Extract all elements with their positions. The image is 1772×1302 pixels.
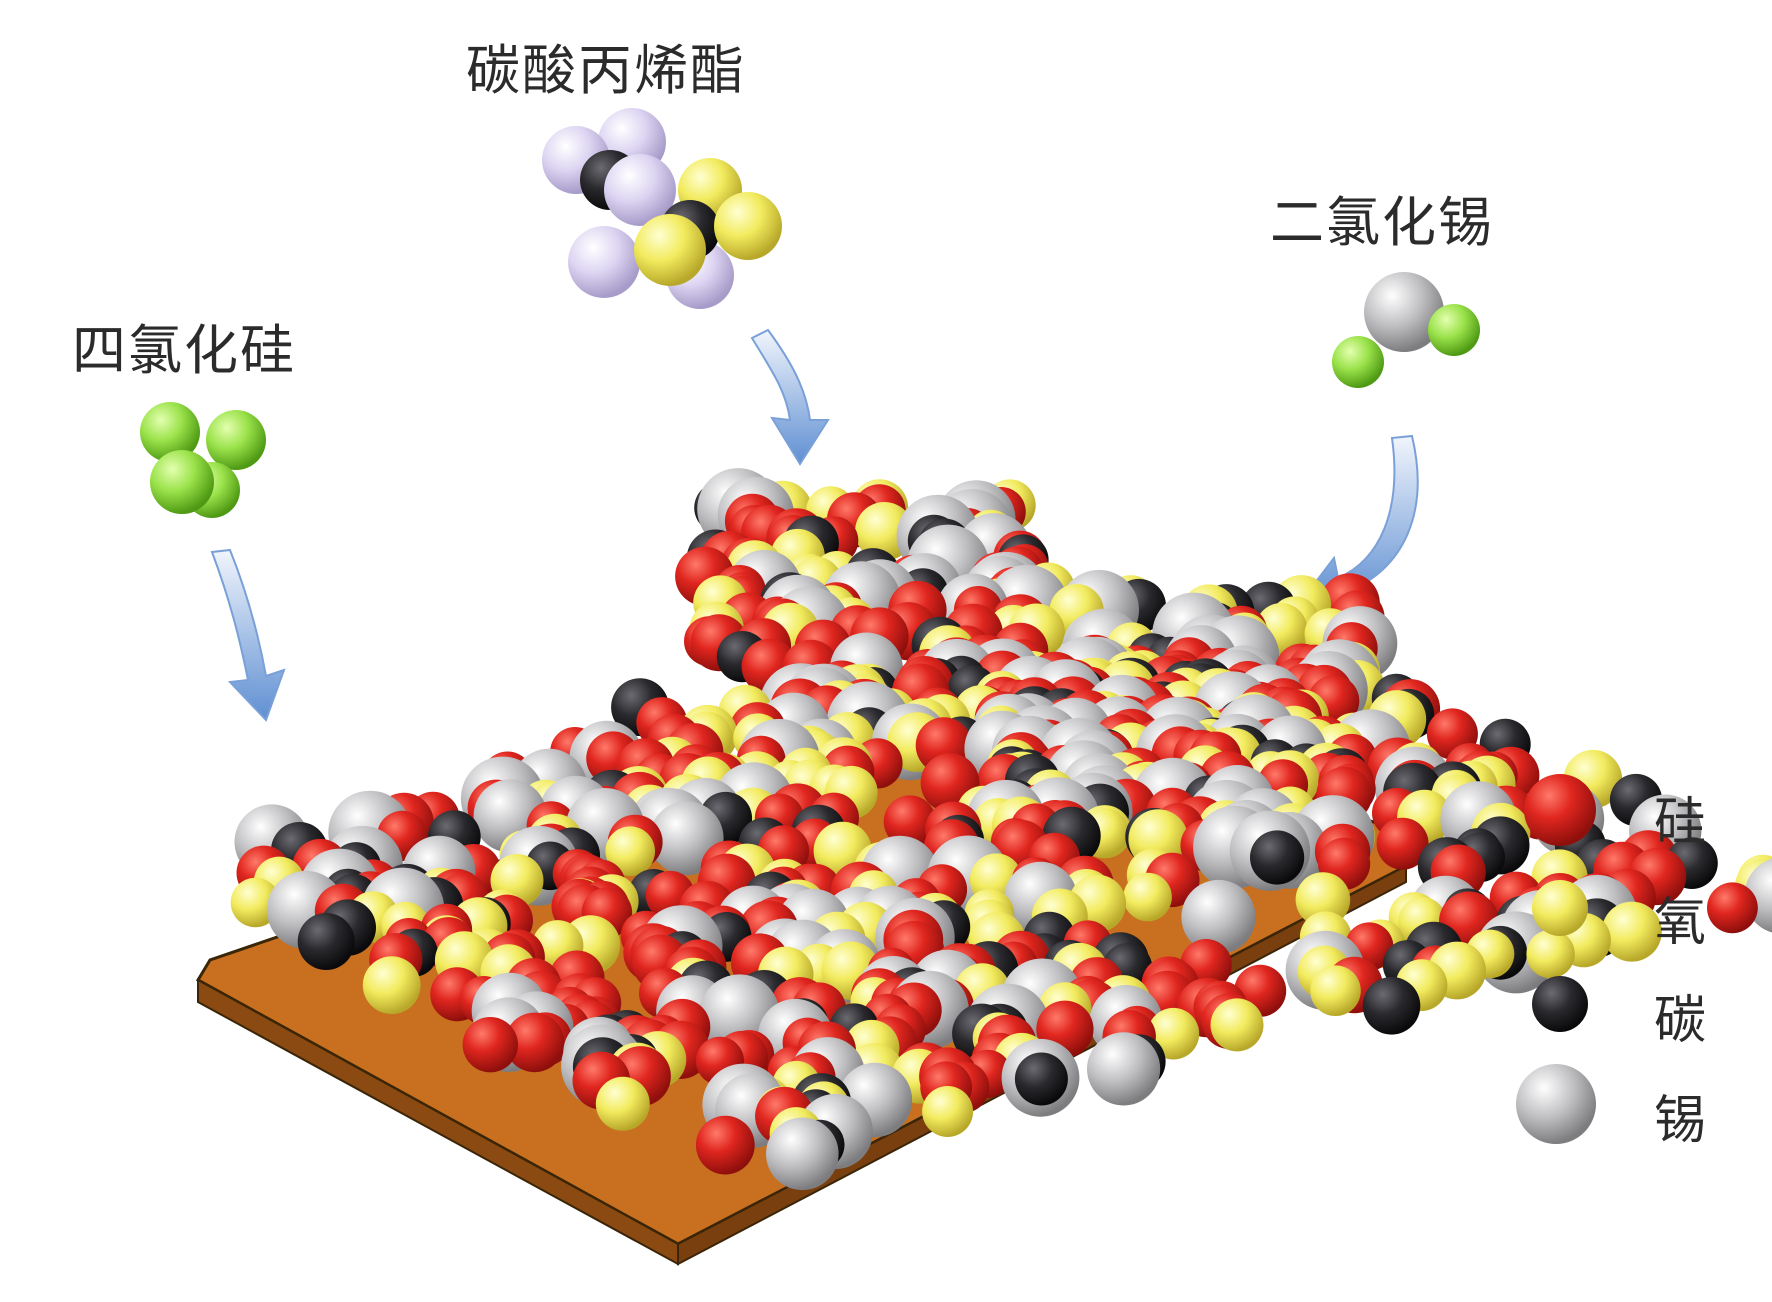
legend-dot-tin xyxy=(1516,1064,1596,1144)
tin-atom xyxy=(1087,1032,1161,1106)
chlorine-atom xyxy=(206,410,266,470)
carbon-atom xyxy=(297,913,355,970)
legend-dot-silicon xyxy=(1524,774,1596,846)
silicon-atom xyxy=(462,1016,518,1073)
hydrogen-atom xyxy=(604,154,676,226)
legend-label-oxygen: 氧 xyxy=(1654,893,1707,953)
legend-label-silicon: 硅 xyxy=(1654,793,1707,853)
legend-label-carbon: 碳 xyxy=(1654,991,1707,1051)
silicon-atom xyxy=(1376,817,1429,870)
chlorine-atom xyxy=(1332,336,1384,388)
legend-dot-oxygen xyxy=(1532,880,1588,936)
chlorine-atom xyxy=(150,450,214,514)
precursor-molecules xyxy=(140,108,1480,518)
label-tin-dichloride: 二氯化锡 xyxy=(1270,191,1494,254)
oxygen-atom xyxy=(922,1086,974,1137)
oxygen-atom xyxy=(1601,901,1662,962)
tin-atom xyxy=(1364,272,1444,352)
chlorine-atom xyxy=(140,402,200,462)
label-silicon-tetrachloride: 四氯化硅 xyxy=(72,319,296,382)
legend-label-tin: 锡 xyxy=(1654,1091,1707,1151)
oxygen-atom xyxy=(595,1076,650,1131)
oxygen-atom xyxy=(1526,929,1575,979)
oxygen-atom xyxy=(1310,965,1361,1016)
tin-atom xyxy=(1181,879,1256,955)
oxygen-atom xyxy=(362,956,421,1015)
carbon-atom xyxy=(1362,977,1421,1035)
tin-atom xyxy=(766,1117,839,1191)
label-propylene-carbonate: 碳酸丙烯酯 xyxy=(466,39,746,102)
oxygen-atom xyxy=(634,214,706,286)
composite-film xyxy=(230,468,1772,1191)
chlorine-atom xyxy=(1428,304,1480,356)
carbon-atom xyxy=(1014,1052,1068,1106)
legend-dots xyxy=(1516,774,1596,1144)
hydrogen-atom xyxy=(568,226,640,298)
oxygen-atom xyxy=(1295,872,1351,927)
legend-dot-carbon xyxy=(1532,976,1588,1032)
oxygen-atom xyxy=(1123,872,1172,922)
oxygen-atom xyxy=(1210,998,1264,1052)
silicon-atom xyxy=(695,1115,755,1175)
arrow-center xyxy=(750,328,830,466)
silicon-atom xyxy=(883,795,937,848)
arrow-left xyxy=(210,548,286,722)
oxygen-atom xyxy=(714,192,782,260)
silicon-atom xyxy=(504,1012,565,1073)
silicon-atom xyxy=(1707,882,1758,934)
carbon-atom xyxy=(1250,830,1305,885)
oxygen-atom xyxy=(605,826,655,876)
